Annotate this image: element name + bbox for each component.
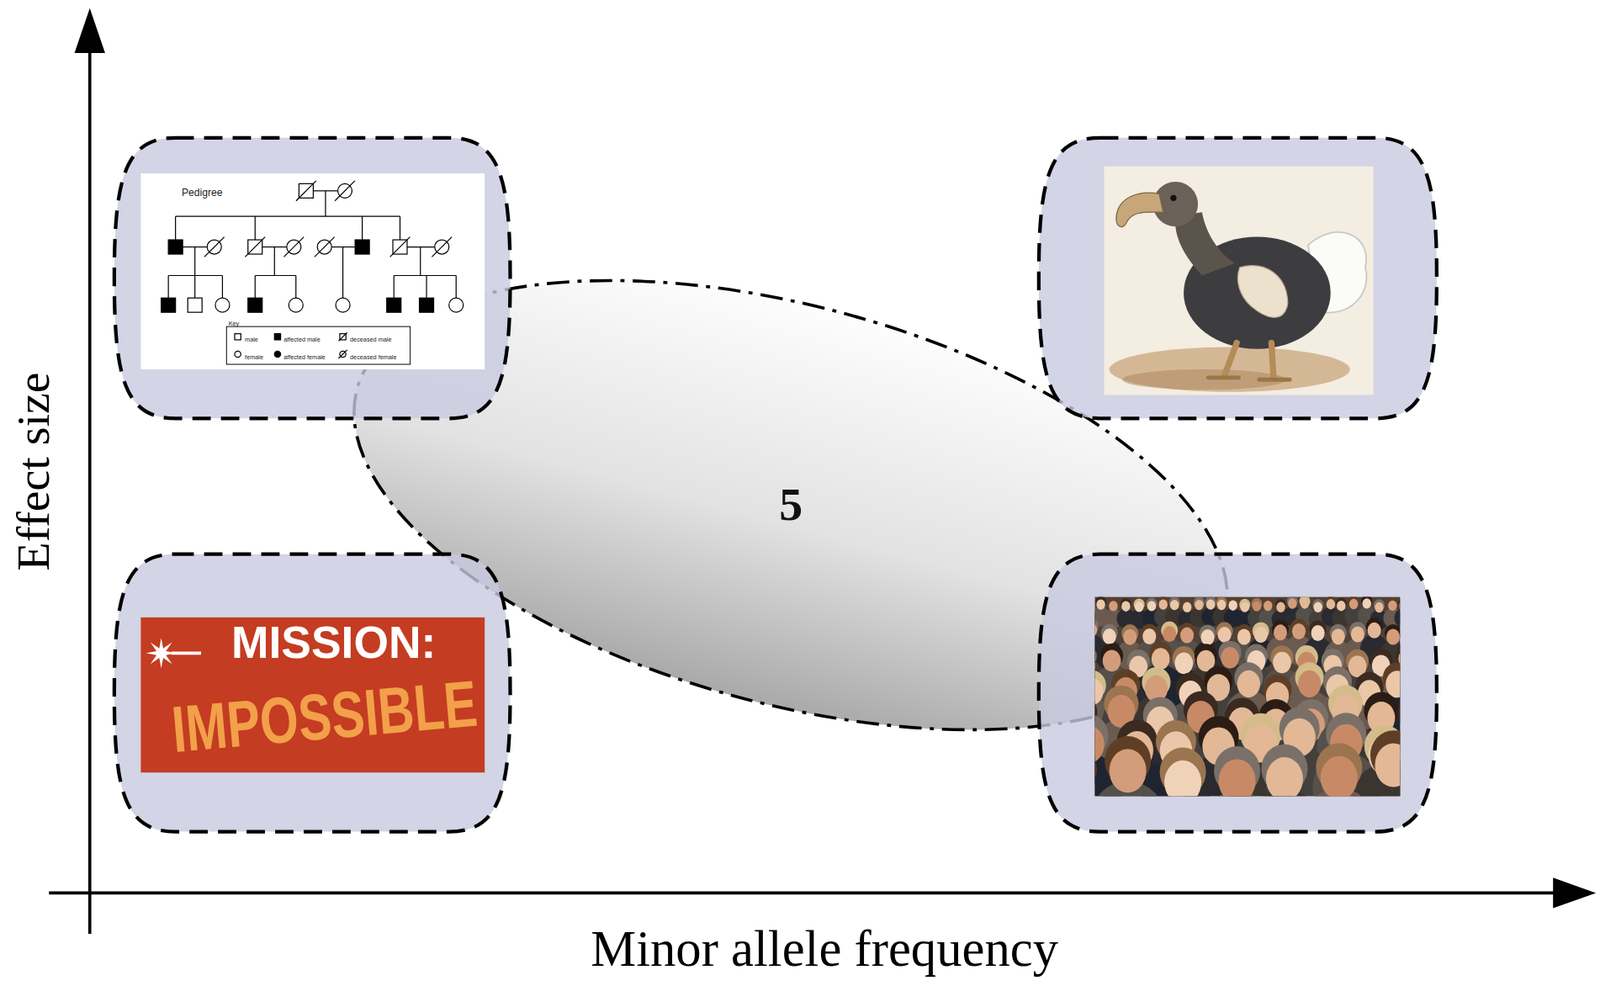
region-number: 5 <box>778 479 803 531</box>
mission-panel <box>140 617 485 773</box>
text-slot: female <box>244 344 264 364</box>
dashed-box <box>114 554 511 832</box>
title-word: MISSION: <box>231 620 436 666</box>
dodo-box <box>1038 137 1437 419</box>
axis-label: Effect size <box>7 371 59 571</box>
text-slot: deceased female <box>349 344 397 364</box>
key-item: female <box>244 354 264 361</box>
text-slot: affected male <box>283 327 321 346</box>
key-item: affected female <box>283 354 326 361</box>
key-heading: Key <box>228 320 240 328</box>
y-arrowhead <box>74 8 106 53</box>
x-axis <box>48 891 1559 896</box>
text-slot: affected female <box>283 344 326 364</box>
key-item: deceased male <box>349 336 392 344</box>
text-slot: 5 <box>778 479 803 531</box>
text-slot: male <box>244 327 259 346</box>
text-slot: Minor allele frequency <box>590 921 1059 978</box>
text-slot: deceased male <box>349 327 392 346</box>
x-arrowhead <box>1552 877 1596 908</box>
pedigree-box: PedigreeKeymale affected male deceased mal… <box>114 137 511 419</box>
key-item: affected male <box>283 336 321 344</box>
text-slot: Effect size <box>7 371 59 571</box>
y-axis <box>88 41 92 934</box>
pedigree-panel <box>140 173 485 370</box>
dodo-illustration <box>1109 181 1367 393</box>
crowd-photo <box>1095 597 1401 797</box>
pedigree-key <box>226 326 410 365</box>
axis-label: Minor allele frequency <box>590 921 1059 978</box>
pedigree-title: Pedigree <box>181 186 223 198</box>
fuse-line <box>171 651 202 656</box>
node-outline <box>114 137 511 419</box>
dashed-box <box>114 137 511 419</box>
text-slot: MISSION: <box>231 620 436 666</box>
mission-box: MISSION:IMPOSSIBLE <box>114 554 511 832</box>
key-item: male <box>244 336 259 344</box>
dodo-panel <box>1103 166 1373 396</box>
text-slot: Key <box>228 311 240 330</box>
key-item: deceased female <box>349 354 397 361</box>
pedigree-chart <box>161 180 464 313</box>
text-slot: Pedigree <box>181 181 223 201</box>
